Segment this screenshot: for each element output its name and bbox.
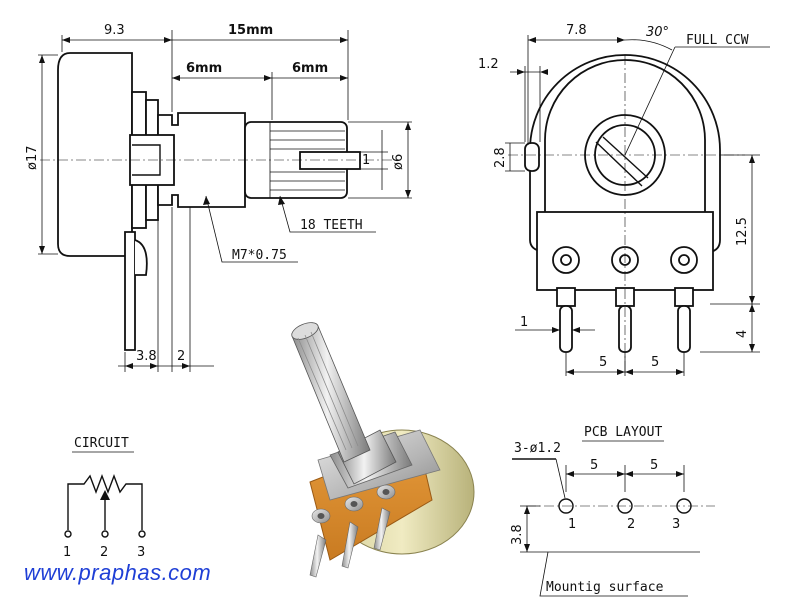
pcb-pin-2: 2 — [627, 517, 635, 532]
dim-pitch-1: 5 — [599, 355, 607, 370]
dim-height: 12.5 — [735, 217, 750, 246]
pcb-title: PCB LAYOUT — [584, 425, 662, 440]
dim-tab-height: 2.8 — [493, 147, 508, 168]
circuit-pin-2: 2 — [100, 545, 108, 560]
shaft-slot — [299, 151, 361, 170]
pcb-hole-1 — [558, 498, 574, 514]
watermark-text: www.praphas.com — [24, 560, 212, 585]
dim-mount: 2 — [177, 349, 185, 364]
pot-body-side — [57, 52, 133, 257]
dim-angle: 30° — [646, 25, 669, 40]
dim-body-width: 9.3 — [104, 23, 125, 38]
dim-pin-offset: 3.8 — [136, 349, 157, 364]
front-view: 7.8 30° FULL CCW 1.2 2.8 12.5 4 1 — [478, 23, 770, 376]
photo-solder-lugs — [311, 484, 396, 524]
photo-pins — [309, 507, 391, 578]
dim-tab: 1.2 — [478, 57, 499, 72]
dim-shaft-diameter: ø6 — [391, 154, 406, 170]
pcb-hole-spec: 3-ø1.2 — [514, 441, 561, 456]
dim-pin-width: 1 — [520, 315, 528, 330]
potentiometer-photo — [291, 322, 475, 578]
dim-thread: M7*0.75 — [232, 248, 287, 263]
pcb-hole-2 — [617, 498, 633, 514]
circuit-title: CIRCUIT — [74, 436, 129, 451]
pcb-layout: PCB LAYOUT 3-ø1.2 5 5 1 2 3 3.8 Mountig … — [510, 425, 715, 597]
circuit-pin-3: 3 — [137, 545, 145, 560]
mount-tab — [134, 239, 148, 276]
pcb-pin-3: 3 — [672, 517, 680, 532]
terminal-1 — [552, 246, 580, 353]
pcb-pitch-2: 5 — [650, 458, 658, 473]
side-view: 9.3 15mm 6mm 6mm ø17 ø6 1 M7*0.75 — [25, 23, 412, 372]
dim-diameter: ø17 — [25, 146, 40, 171]
terminal-3 — [670, 246, 698, 353]
angle-line — [624, 46, 676, 156]
dim-pitch-2: 5 — [651, 355, 659, 370]
label-rotation: FULL CCW — [686, 33, 749, 48]
resistor-symbol — [67, 474, 143, 530]
photo-shaft-tip — [291, 322, 319, 340]
dim-total-length: 15mm — [228, 23, 273, 38]
pcb-hole-3 — [676, 498, 692, 514]
leader-thread — [205, 195, 298, 263]
wiper-arrow — [100, 490, 110, 500]
pcb-surface-label: Mountig surface — [546, 580, 664, 595]
circuit-pin-1: 1 — [63, 545, 71, 560]
surface-leader — [539, 551, 688, 597]
pcb-offset: 3.8 — [510, 524, 525, 545]
dim-pin-length: 4 — [735, 330, 750, 338]
photo-shaft — [291, 325, 371, 463]
shaft-slot-line — [602, 136, 649, 179]
dim-slot: 1 — [362, 153, 370, 168]
dim-shaft: 6mm — [292, 61, 328, 76]
bushing — [157, 112, 246, 208]
circuit: CIRCUIT 1 2 3 — [63, 436, 146, 560]
leader-teeth — [279, 195, 376, 233]
dim-teeth: 18 TEETH — [300, 218, 363, 233]
anti-rotation-tab — [524, 142, 540, 172]
mount-pin — [124, 231, 136, 351]
pcb-pitch-1: 5 — [590, 458, 598, 473]
dim-width: 7.8 — [566, 23, 587, 38]
pcb-pin-1: 1 — [568, 517, 576, 532]
dim-bushing: 6mm — [186, 61, 222, 76]
hole-leader — [555, 458, 566, 499]
photo-bushing — [337, 429, 397, 485]
